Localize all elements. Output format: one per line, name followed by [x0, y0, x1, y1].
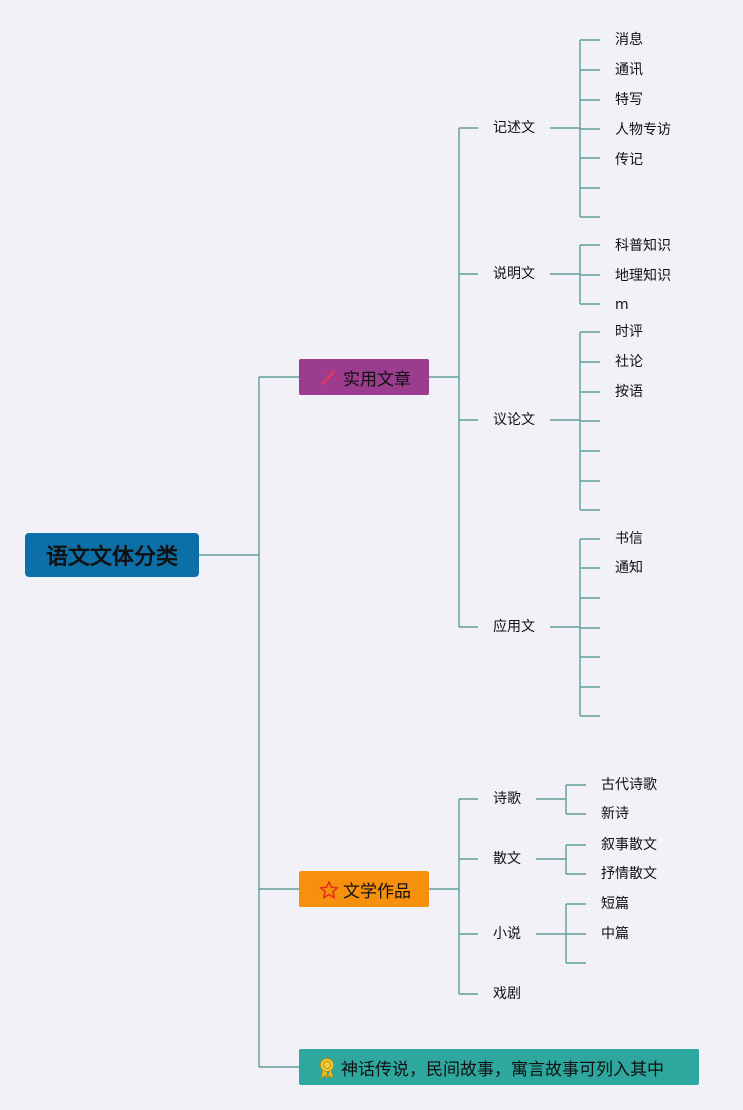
award-ribbon-icon [317, 1057, 337, 1079]
group-narrative-writing[interactable]: 记述文 [493, 120, 535, 136]
group-practical-writing[interactable]: 应用文 [493, 619, 535, 635]
leaf-item[interactable]: 社论 [615, 354, 643, 370]
group-expository-writing[interactable]: 说明文 [493, 266, 535, 282]
branch-label: 文学作品 [343, 881, 411, 902]
wand-icon [319, 367, 339, 387]
branch-literary-works[interactable]: 文学作品 [299, 871, 429, 907]
leaf-item[interactable]: 传记 [615, 152, 643, 168]
leaf-item[interactable]: 叙事散文 [601, 837, 657, 853]
root-label: 语文文体分类 [45, 545, 178, 570]
leaf-item[interactable]: 按语 [615, 384, 643, 400]
branch-practical-articles[interactable]: 实用文章 [299, 359, 429, 395]
leaf-item[interactable]: 消息 [615, 32, 643, 48]
leaf-item[interactable]: 时评 [615, 324, 643, 340]
group-fiction[interactable]: 小说 [493, 926, 521, 942]
root-node[interactable]: 语文文体分类 [25, 533, 199, 577]
leaf-item[interactable]: 新诗 [601, 806, 629, 822]
group-prose[interactable]: 散文 [493, 851, 521, 867]
leaf-item[interactable]: 通讯 [615, 62, 643, 78]
group-argumentative-writing[interactable]: 议论文 [493, 412, 535, 428]
branch-label: 神话传说，民间故事，寓言故事可列入其中 [341, 1059, 664, 1080]
group-poetry[interactable]: 诗歌 [493, 791, 521, 807]
leaf-item[interactable]: 人物专访 [615, 122, 671, 138]
branch-note[interactable]: 神话传说，民间故事，寓言故事可列入其中 [299, 1049, 699, 1085]
leaf-item[interactable]: 短篇 [601, 896, 629, 912]
group-drama[interactable]: 戏剧 [493, 986, 521, 1002]
leaf-item[interactable]: 通知 [615, 560, 643, 576]
leaf-item[interactable]: 抒情散文 [601, 866, 657, 882]
leaf-item[interactable]: 中篇 [601, 926, 629, 942]
star-icon [319, 879, 339, 899]
leaf-item[interactable]: m [615, 297, 629, 313]
leaf-item[interactable]: 书信 [615, 531, 643, 547]
leaf-item[interactable]: 科普知识 [615, 238, 671, 254]
leaf-item[interactable]: 古代诗歌 [601, 777, 657, 793]
leaf-item[interactable]: 特写 [615, 92, 643, 108]
leaf-item[interactable]: 地理知识 [615, 268, 671, 284]
branch-label: 实用文章 [343, 369, 411, 390]
